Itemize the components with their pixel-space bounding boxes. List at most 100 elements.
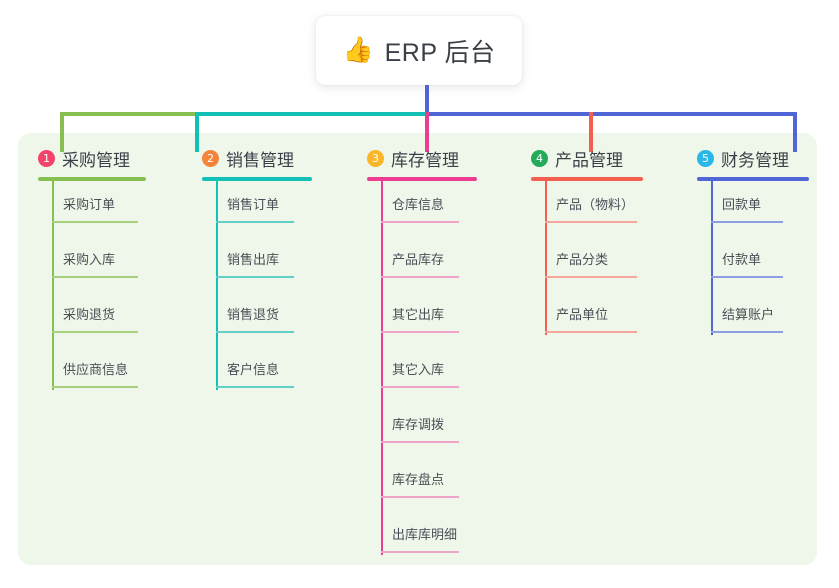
leaf-item-underline — [711, 221, 783, 223]
column-items: 销售订单销售出库销售退货客户信息 — [202, 181, 312, 401]
column-4: 4 产品管理产品（物料） 产品分类产品单位 — [531, 146, 643, 346]
root-title: ERP 后台 — [384, 38, 496, 67]
leaf-item-underline — [381, 496, 459, 498]
column-underline — [697, 177, 809, 181]
leaf-item[interactable]: 产品（物料） — [531, 181, 643, 236]
column-items: 仓库信息产品库存其它出库其它入库库存调拨库存盘点出库库明细 — [367, 181, 477, 566]
leaf-item-label: 产品（物料） — [556, 197, 635, 212]
leaf-item-underline — [216, 386, 294, 388]
leaf-item-label: 产品分类 — [556, 252, 609, 267]
leaf-item-underline — [52, 386, 138, 388]
leaf-item[interactable]: 付款单 — [697, 236, 809, 291]
leaf-item[interactable]: 其它出库 — [367, 291, 477, 346]
leaf-item[interactable]: 销售订单 — [202, 181, 312, 236]
leaf-item-label: 供应商信息 — [63, 362, 129, 377]
trunk-line — [425, 84, 429, 114]
leaf-item[interactable]: 采购订单 — [38, 181, 146, 236]
column-header[interactable]: 2 销售管理 — [202, 146, 312, 171]
leaf-item-label: 库存盘点 — [392, 472, 445, 487]
column-index-badge: 3 — [367, 150, 384, 167]
column-header[interactable]: 4 产品管理 — [531, 146, 643, 171]
root-node[interactable]: 👍 ERP 后台 — [316, 16, 522, 85]
column-index-badge: 1 — [38, 150, 55, 167]
leaf-item-underline — [216, 221, 294, 223]
leaf-item[interactable]: 采购入库 — [38, 236, 146, 291]
column-items: 回款单付款单结算账户 — [697, 181, 809, 346]
column-spine — [216, 181, 218, 390]
column-spine — [711, 181, 713, 335]
leaf-item-underline — [52, 276, 138, 278]
bar-segment-green — [60, 112, 197, 116]
bar-segment-blue — [426, 112, 797, 116]
leaf-item[interactable]: 客户信息 — [202, 346, 312, 401]
column-index-badge: 5 — [697, 150, 714, 167]
column-underline — [38, 177, 146, 181]
leaf-item[interactable]: 出库库明细 — [367, 511, 477, 566]
column-header[interactable]: 1 采购管理 — [38, 146, 146, 171]
leaf-item[interactable]: 回款单 — [697, 181, 809, 236]
leaf-item[interactable]: 库存调拨 — [367, 401, 477, 456]
leaf-item-underline — [381, 221, 459, 223]
column-underline — [202, 177, 312, 181]
leaf-item-label: 采购入库 — [63, 252, 116, 267]
leaf-item-underline — [381, 551, 459, 553]
leaf-item-label: 销售出库 — [227, 252, 280, 267]
leaf-item[interactable]: 产品分类 — [531, 236, 643, 291]
leaf-item[interactable]: 结算账户 — [697, 291, 809, 346]
column-title: 采购管理 — [62, 151, 130, 170]
leaf-item-underline — [545, 276, 637, 278]
leaf-item-label: 产品单位 — [556, 307, 609, 322]
column-items: 采购订单采购入库采购退货供应商信息 — [38, 181, 146, 401]
leaf-item-label: 客户信息 — [227, 362, 280, 377]
leaf-item-label: 采购订单 — [63, 197, 116, 212]
column-index-badge: 2 — [202, 150, 219, 167]
leaf-item-underline — [216, 331, 294, 333]
leaf-item-label: 产品库存 — [392, 252, 445, 267]
column-1: 1 采购管理采购订单采购入库采购退货供应商信息 — [38, 146, 146, 401]
column-spine — [545, 181, 547, 335]
leaf-item-underline — [381, 386, 459, 388]
column-index-badge: 4 — [531, 150, 548, 167]
leaf-item-label: 回款单 — [722, 197, 762, 212]
leaf-item[interactable]: 销售退货 — [202, 291, 312, 346]
leaf-item-underline — [381, 441, 459, 443]
leaf-item-label: 库存调拨 — [392, 417, 445, 432]
leaf-item[interactable]: 仓库信息 — [367, 181, 477, 236]
column-title: 销售管理 — [226, 151, 294, 170]
leaf-item-underline — [545, 221, 637, 223]
leaf-item-underline — [711, 331, 783, 333]
leaf-item-label: 其它入库 — [392, 362, 445, 377]
column-underline — [531, 177, 643, 181]
column-items: 产品（物料） 产品分类产品单位 — [531, 181, 643, 346]
leaf-item-underline — [545, 331, 637, 333]
leaf-item-label: 仓库信息 — [392, 197, 445, 212]
leaf-item[interactable]: 库存盘点 — [367, 456, 477, 511]
leaf-item[interactable]: 产品单位 — [531, 291, 643, 346]
leaf-item[interactable]: 供应商信息 — [38, 346, 146, 401]
leaf-item-label: 结算账户 — [722, 307, 775, 322]
column-title: 产品管理 — [555, 151, 623, 170]
column-underline — [367, 177, 477, 181]
column-2: 2 销售管理销售订单销售出库销售退货客户信息 — [202, 146, 312, 401]
leaf-item-label: 采购退货 — [63, 307, 116, 322]
column-spine — [52, 181, 54, 390]
column-3: 3 库存管理仓库信息产品库存其它出库其它入库库存调拨库存盘点出库库明细 — [367, 146, 477, 566]
leaf-item-label: 销售退货 — [227, 307, 280, 322]
leaf-item-underline — [216, 276, 294, 278]
leaf-item[interactable]: 采购退货 — [38, 291, 146, 346]
leaf-item[interactable]: 销售出库 — [202, 236, 312, 291]
leaf-item-label: 销售订单 — [227, 197, 280, 212]
leaf-item-underline — [381, 276, 459, 278]
leaf-item[interactable]: 其它入库 — [367, 346, 477, 401]
column-spine — [381, 181, 383, 555]
leaf-item-label: 出库库明细 — [392, 527, 458, 542]
leaf-item-underline — [711, 276, 783, 278]
leaf-item-underline — [52, 331, 138, 333]
leaf-item[interactable]: 产品库存 — [367, 236, 477, 291]
leaf-item-label: 付款单 — [722, 252, 762, 267]
leaf-item-label: 其它出库 — [392, 307, 445, 322]
column-header[interactable]: 3 库存管理 — [367, 146, 477, 171]
column-title: 库存管理 — [391, 151, 459, 170]
diagram-panel — [18, 133, 817, 565]
